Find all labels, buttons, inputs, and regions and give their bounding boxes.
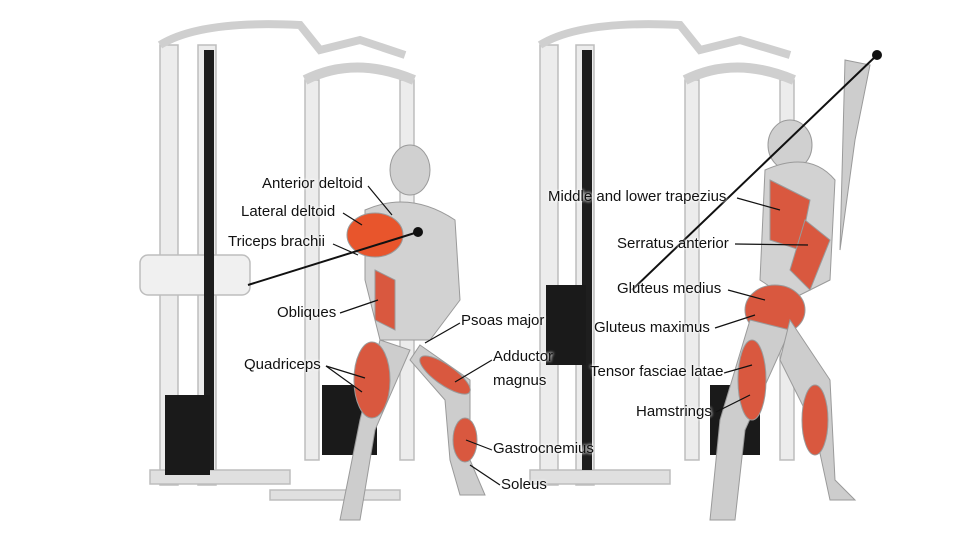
cable-left — [204, 50, 214, 470]
label-lateral-deltoid: Lateral deltoid — [241, 203, 336, 220]
label-hamstrings: Hamstrings — [636, 403, 712, 420]
cable-right — [582, 50, 592, 470]
leader-lines — [325, 185, 809, 486]
label-quadriceps: Quadriceps — [244, 356, 321, 373]
label-serratus-anterior: Serratus anterior — [617, 235, 729, 252]
label-adductor-magnus-line2: magnus — [493, 372, 547, 389]
weight-stack-left — [165, 395, 210, 475]
label-trapezius: Middle and lower trapezius — [548, 188, 727, 205]
label-obliques: Obliques — [277, 304, 337, 321]
label-psoas-major: Psoas major — [461, 312, 545, 329]
cable-line-left — [247, 231, 419, 286]
label-adductor-magnus-line1: Adductor — [493, 348, 554, 365]
weight-stack-right — [546, 285, 586, 365]
label-triceps-brachii: Triceps brachii — [228, 233, 325, 250]
label-gluteus-medius: Gluteus medius — [617, 280, 722, 297]
label-soleus: Soleus — [501, 476, 547, 493]
figure-back — [709, 59, 871, 521]
cable-line-right — [631, 54, 878, 291]
label-tensor-fasciae-latae: Tensor fasciae latae — [590, 363, 724, 380]
label-gastrocnemius: Gastrocnemius — [493, 440, 594, 457]
label-gluteus-maximus: Gluteus maximus — [594, 319, 710, 336]
label-anterior-deltoid: Anterior deltoid — [262, 175, 363, 192]
figure-front — [339, 144, 486, 521]
